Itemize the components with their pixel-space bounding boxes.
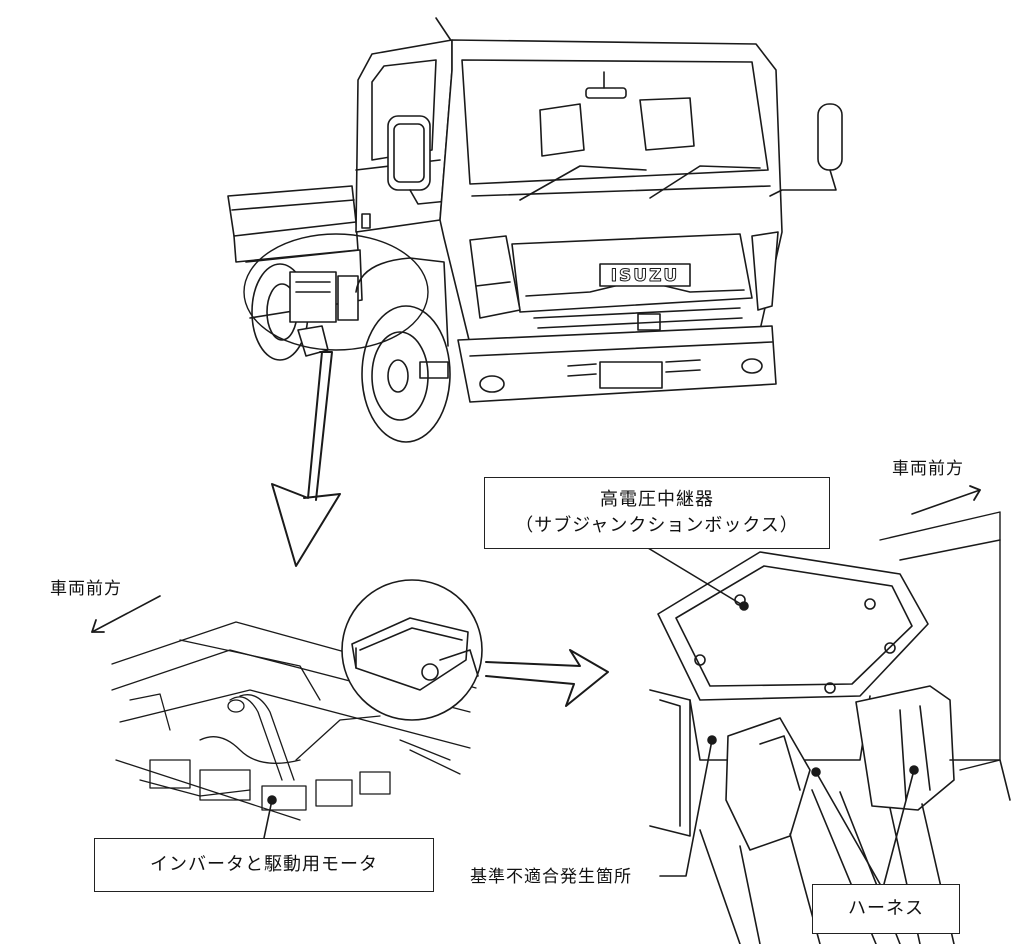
junction-box-detail <box>649 511 1011 944</box>
junction-box-label: 高電圧中継器 （サブジャンクションボックス） <box>484 477 830 549</box>
direction-arrow-right <box>911 485 981 515</box>
magnifier-circle <box>341 579 483 721</box>
down-arrow <box>271 351 341 567</box>
front-direction-label-right: 車両前方 <box>892 459 964 479</box>
front-direction-label-left: 車両前方 <box>50 579 122 599</box>
junction-box-label-line2: （サブジャンクションボックス） <box>515 515 799 536</box>
leader-lines <box>263 547 919 885</box>
nonconformity-location-label: 基準不適合発生箇所 <box>470 867 632 887</box>
direction-arrow-left <box>91 595 161 633</box>
grille-logo: ISUZU <box>611 266 680 286</box>
harness-label: ハーネス <box>812 884 960 934</box>
right-arrow <box>485 649 609 707</box>
truck-illustration: ISUZU <box>227 17 843 443</box>
junction-box-label-line1: 高電圧中継器 <box>600 489 714 510</box>
inverter-motor-label: インバータと駆動用モータ <box>94 838 434 892</box>
